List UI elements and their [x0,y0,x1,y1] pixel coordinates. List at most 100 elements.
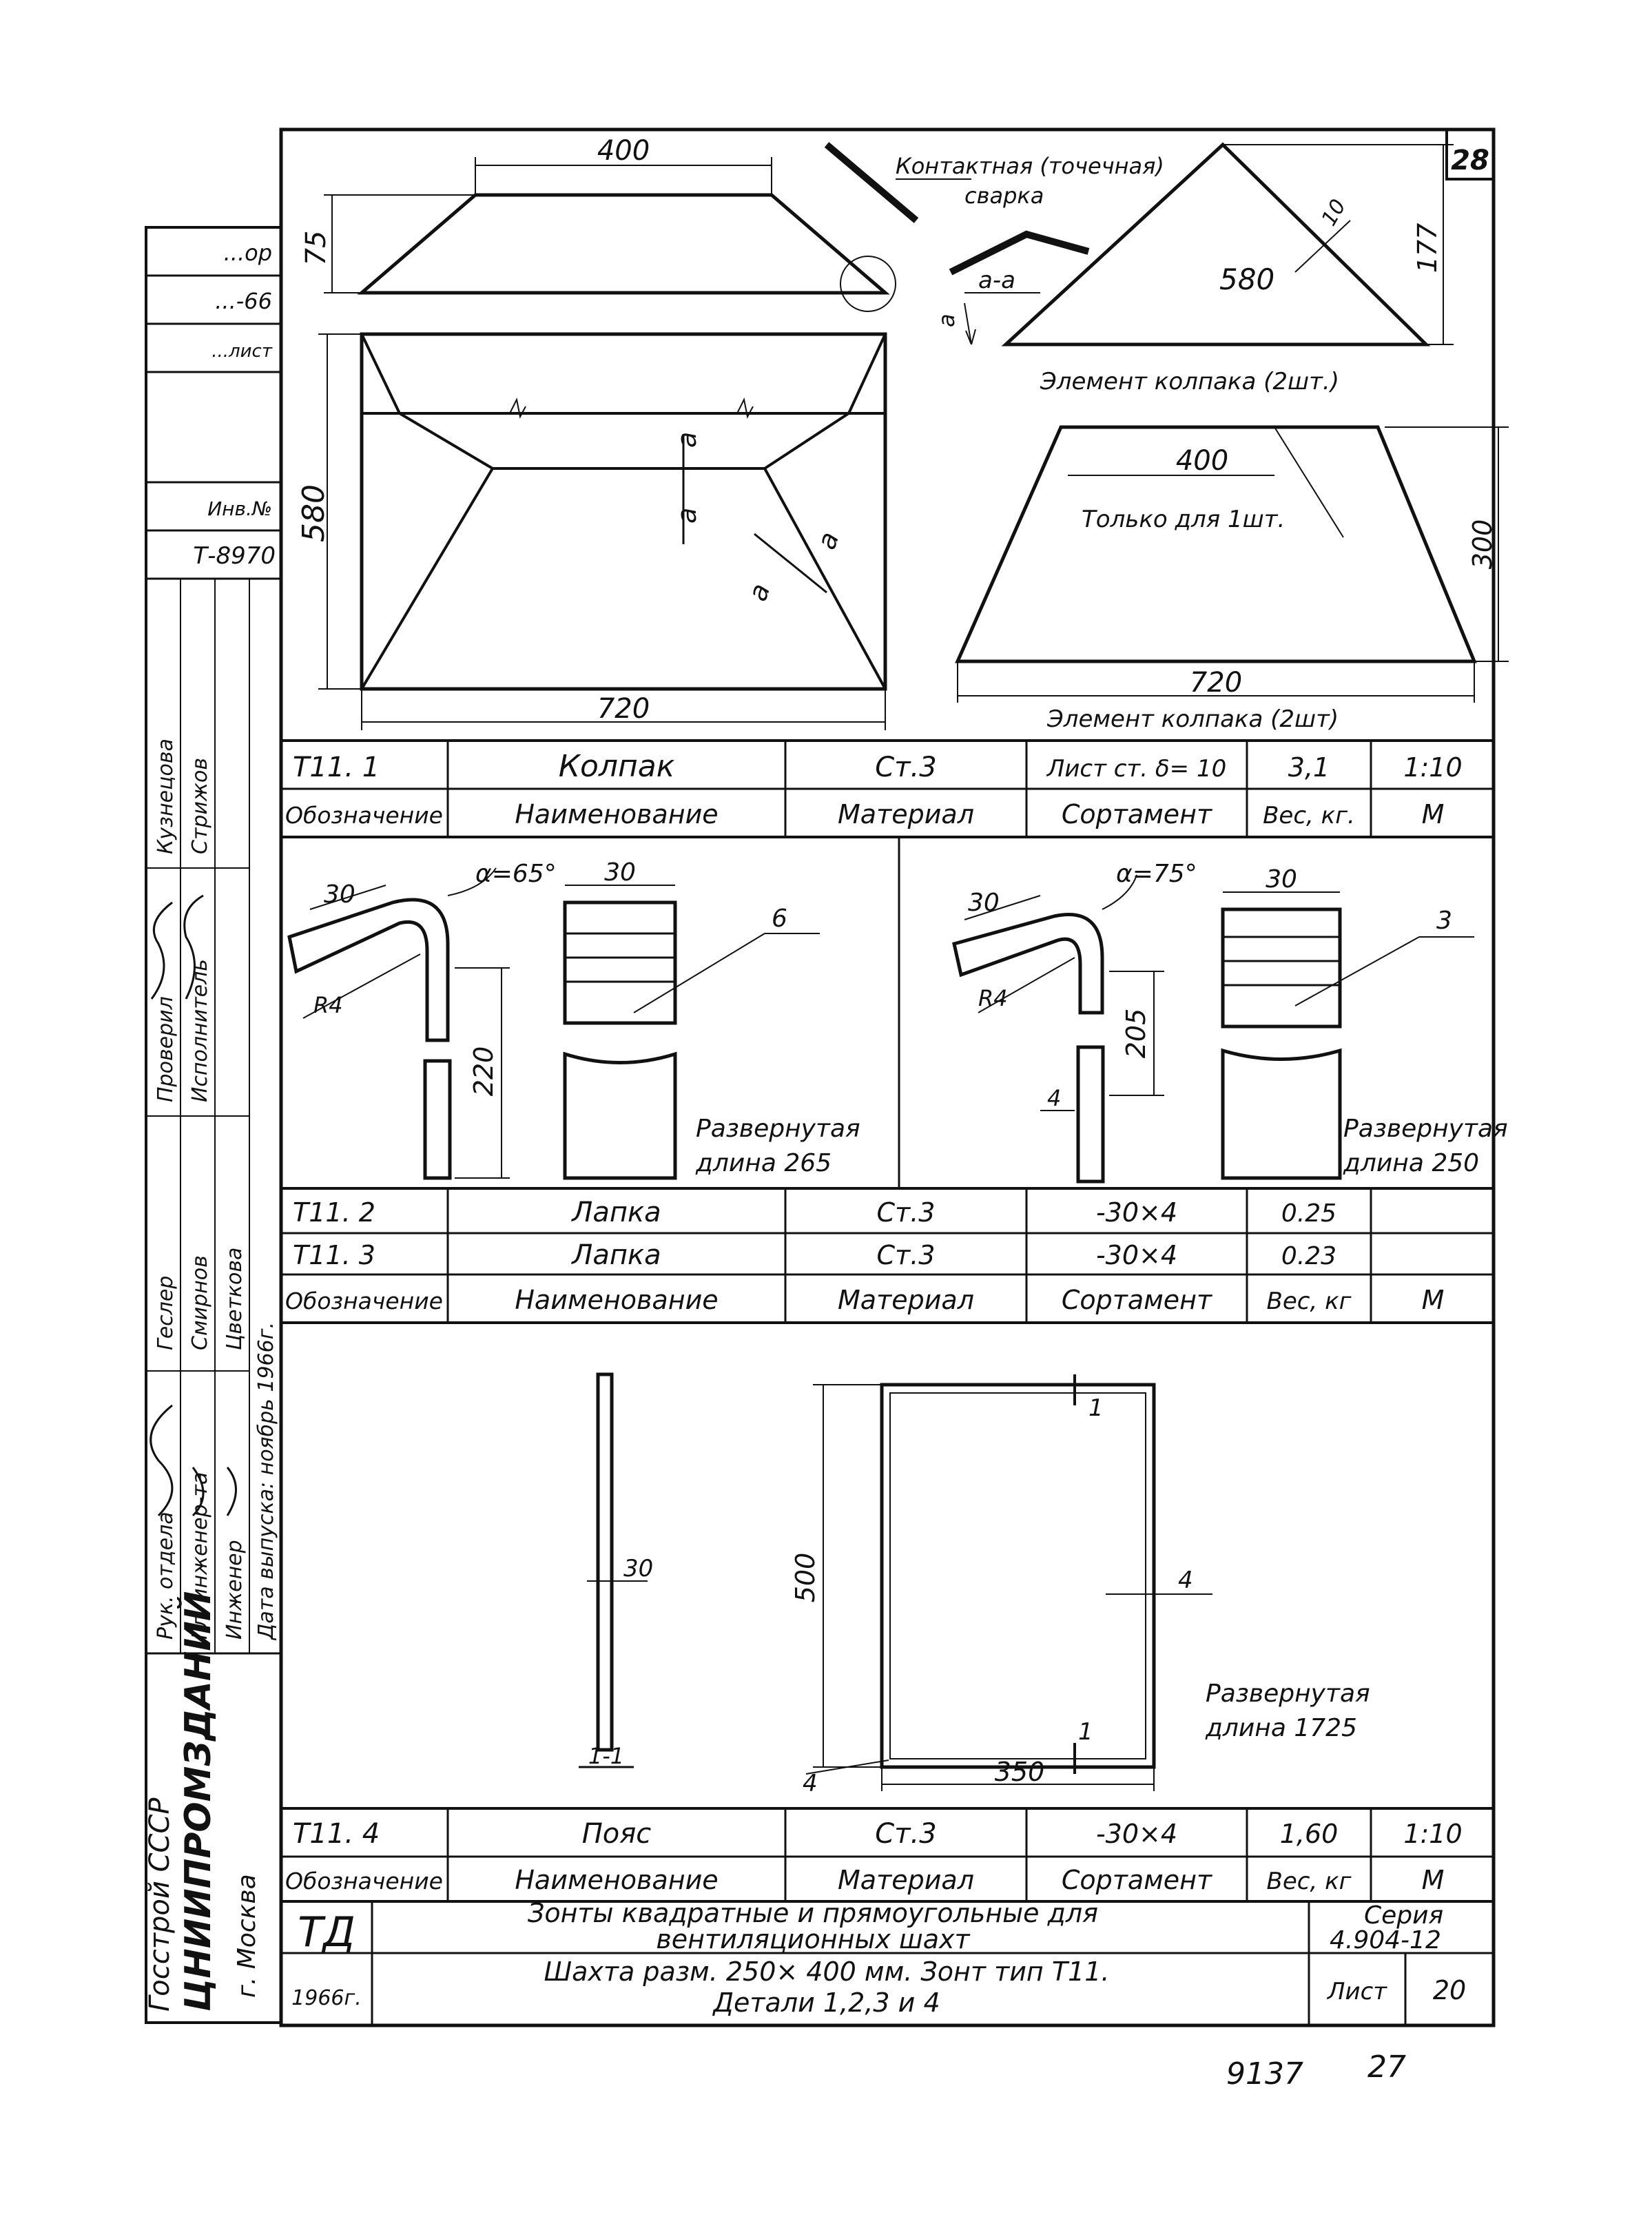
lug-2-bend-view [952,913,1104,1015]
weld-section [949,230,1090,276]
t3-r-weight: 1,60 [1280,1819,1339,1849]
t2-h-scale: М [1422,1285,1445,1315]
dim-el-top-400: 400 [1176,445,1228,477]
t1-h-name: Наименование [515,799,718,829]
org-line-1: Госстрой СССР [144,1797,176,2012]
cap-element-trapezoid [955,425,1477,663]
title-line-2: вентиляционных шахт [656,1924,971,1954]
t1-h-weight: Вес, кг. [1263,802,1355,829]
t3-h-weight: Вес, кг [1267,1868,1352,1895]
signatures [149,894,237,1517]
t3-h-designation: Обозначение [285,1868,443,1895]
t2-r1-weight: 0.25 [1281,1199,1336,1228]
t2-h-material: Материал [838,1285,974,1315]
title-year: 1966г. [291,1986,362,2010]
lug-1-unfold [563,900,677,1025]
lug-1-angle: α=65° [475,860,557,888]
dim-el-slant-300: 300 [1467,519,1498,570]
t3-h-name: Наименование [515,1865,718,1895]
t3-r-scale: 1:10 [1403,1819,1462,1849]
t2-r1-name: Лапка [570,1197,661,1228]
td-mark: ТД [298,1908,355,1957]
element-label-1: Элемент колпака (2шт.) [1040,368,1339,395]
section-mark-a2: а [672,508,702,524]
band-unfold [880,1383,1156,1769]
release-date: Дата выпуска: ноябрь 1966г. [254,1322,278,1641]
band-unfold-2: длина 1725 [1205,1714,1357,1742]
stamp-field-2: ...-66 [215,288,272,314]
t3-r-material: Ст.3 [875,1818,936,1850]
lug-1-dim30b: 30 [604,858,636,887]
weld-bar [824,142,919,223]
lug-2-angle: α=75° [1116,860,1197,888]
stamp-role-3: Инженер [223,1540,247,1640]
band-width: 350 [995,1757,1045,1787]
lug-2-height: 205 [1121,1009,1151,1059]
stamp-name-1: Геслер [154,1276,178,1350]
band-section-label: 1-1 [588,1743,624,1769]
section-mark-a3: а [811,528,845,553]
detail-circle [840,256,896,312]
weld-label-2: сварка [964,183,1044,209]
stamp-field-1: ...ор [224,240,272,266]
sheet-number-box [1445,128,1495,180]
subtitle-line-2: Детали 1,2,3 и 4 [712,1988,940,2018]
org-line-2: ЦНИИПРОМЗДАНИЙ [177,1591,219,2012]
sheet-label: Лист [1326,1978,1387,2005]
t1-r-weight: 3,1 [1288,752,1330,783]
page-mark: 27 [1367,2050,1406,2085]
sheet-number: 28 [1451,145,1489,176]
t1-r-profile: Лист ст. δ= 10 [1046,755,1226,783]
dim-width-580: 580 [296,484,331,542]
org-city: г. Москва [233,1874,261,1998]
t2-r2-designation: Т11. 3 [293,1240,375,1270]
cap-plan-view [360,332,887,691]
detail-2-drawing: 30 α=65° R4 220 30 6 Развернутая длина 2… [287,837,1508,1188]
title-line-1: Зонты квадратные и прямоугольные для [528,1898,1098,1928]
stamp-field-5: Т-8970 [193,542,276,570]
stamp-role-5: Исполнитель [188,959,212,1102]
section-label-aa: а-а [978,267,1015,294]
lug-1-unfold-2: длина 265 [695,1149,832,1177]
t2-h-designation: Обозначение [285,1288,443,1314]
table-3: Т11. 4 Пояс Ст.3 -30×4 1,60 1:10 Обознач… [281,1807,1494,1903]
dim-length-720: 720 [597,693,650,725]
t1-r-material: Ст.3 [875,752,936,783]
band-cut-mark-2: 1 [1078,1718,1093,1746]
t2-r1-material: Ст.3 [877,1197,936,1228]
t1-r-designation: Т11. 1 [293,752,380,783]
detail-1-drawing: 400 75 580 720 а а а а Контактная (точеч… [296,135,1509,733]
t3-h-material: Материал [838,1865,974,1895]
t2-r2-weight: 0.23 [1281,1242,1336,1270]
t3-r-profile: -30×4 [1096,1819,1177,1849]
band-dim30: 30 [623,1555,653,1582]
t1-h-profile: Сортамент [1062,799,1213,829]
stamp-role-2: Гл. инженер-та [188,1472,212,1640]
stamp-name-3: Цветкова [223,1248,247,1350]
band-thick: 4 [1178,1567,1193,1594]
lug-1-lower [423,1059,452,1180]
stamp-field-3: ...лист [211,341,273,362]
lug-1-bend-view [287,898,450,1042]
section-mark-a4: а [742,579,776,605]
dim-el-base-720: 720 [1190,667,1242,699]
dim-el-height-177: 177 [1412,223,1443,273]
dim-height-75: 75 [300,231,332,266]
lug-1-height: 220 [468,1046,499,1097]
stamp-field-4: Инв.№ [207,497,272,520]
band-section [596,1372,614,1752]
band-unfold-1: Развернутая [1206,1680,1370,1708]
element-label-2: Элемент колпака (2шт) [1046,705,1339,733]
section-mark-a5: а [933,313,960,327]
table-2: Т11. 2 Лапка Ст.3 -30×4 0.25 Т11. 3 Лапк… [281,1187,1494,1324]
t3-r-designation: Т11. 4 [293,1818,380,1850]
stamp-name-2: Смирнов [188,1255,212,1350]
lug-2-lower [1076,1045,1105,1184]
lug-2-dim30b: 30 [1266,865,1297,894]
band-height: 500 [790,1553,820,1603]
lug-2-unfold-2: длина 250 [1343,1149,1479,1177]
t2-r2-profile: -30×4 [1096,1240,1177,1270]
lug-1-radius: R4 [313,992,343,1018]
subtitle-line-1: Шахта разм. 250× 400 мм. Зонт тип Т11. [544,1957,1110,1987]
